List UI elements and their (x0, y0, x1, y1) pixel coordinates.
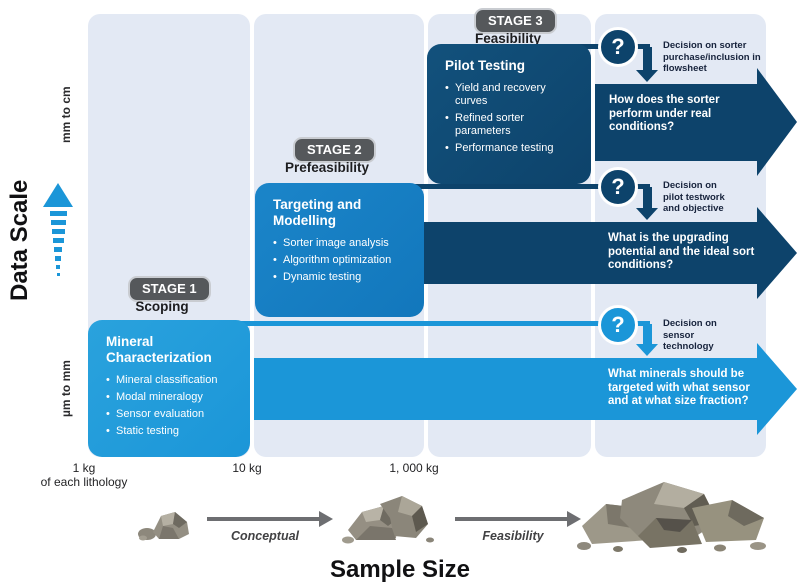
data-scale-arrow-icon (42, 183, 74, 276)
pilot-testing-box: Pilot Testing Yield and recovery curvesR… (427, 44, 591, 184)
down-arrow-icon (643, 47, 652, 70)
y-axis-top-label: mm to cm (59, 86, 73, 144)
feasibility-arrowhead-icon (567, 511, 581, 527)
down-arrowhead-icon (636, 208, 658, 220)
question-icon: ? (598, 305, 638, 345)
stage2-phase-label: Prefeasibility (284, 160, 370, 175)
sample-size-1000kg: 1, 000 kg (389, 461, 439, 475)
rock-pile-small-icon (138, 512, 189, 541)
rock-pile-large-icon (577, 482, 766, 553)
connector-line-stage1 (228, 321, 650, 326)
box-title: Targeting and Modelling (273, 197, 362, 228)
decision-label-sensor-technology: Decision on sensor technology (663, 318, 717, 352)
stage1-badge: STAGE 1 (128, 276, 211, 302)
question-arrowhead-icon (757, 68, 797, 176)
feasibility-label: Feasibility (482, 529, 544, 543)
bullet-item: Sorter image analysis (273, 237, 412, 250)
bullet-item: Static testing (106, 425, 238, 438)
bullet-item: Algorithm optimization (273, 254, 412, 267)
sample-size-1kg: 1 kg of each lithology (40, 461, 128, 489)
bullet-item: Yield and recovery curves (445, 82, 579, 108)
stage3-badge: STAGE 3 (474, 8, 557, 34)
bullet-item: Mineral classification (106, 374, 238, 387)
x-axis-title: Sample Size (329, 556, 471, 583)
targeting-modelling-box: Targeting and Modelling Sorter image ana… (255, 183, 424, 317)
connector-line-stage2 (405, 184, 650, 189)
bullet-item: Refined sorter parameters (445, 112, 579, 138)
stage1-phase-label: Scoping (135, 299, 189, 314)
down-arrow-icon (643, 324, 652, 344)
sample-size-10kg: 10 kg (232, 461, 262, 475)
question-arrowhead-icon (757, 207, 797, 299)
stage3-phase-label: Feasibility (474, 31, 542, 46)
question-text: How does the sorter perform under real c… (609, 94, 720, 133)
question-text: What is the upgrading potential and the … (608, 232, 755, 271)
question-icon: ? (598, 27, 638, 67)
question-arrow-stage3: How does the sorter perform under real c… (595, 84, 757, 161)
question-arrow-stage2: What is the upgrading potential and the … (424, 222, 757, 284)
bullet-list: Sorter image analysisAlgorithm optimizat… (273, 237, 412, 284)
conceptual-arrow (207, 517, 319, 521)
rock-pile-medium-icon (342, 496, 434, 544)
down-arrow-icon (643, 187, 652, 208)
conceptual-arrowhead-icon (319, 511, 333, 527)
decision-label-sorter-purchase: Decision on sorter purchase/inclusion in… (663, 40, 761, 74)
stage2-badge: STAGE 2 (293, 137, 376, 163)
down-arrowhead-icon (636, 70, 658, 82)
bullet-item: Dynamic testing (273, 271, 412, 284)
feasibility-arrow (455, 517, 567, 521)
y-axis-title: Data Scale (6, 179, 33, 302)
conceptual-label: Conceptual (230, 529, 300, 543)
box-title: Pilot Testing (445, 58, 525, 73)
connector-line-stage3 (545, 44, 650, 49)
mineral-characterization-box: Mineral Characterization Mineral classif… (88, 320, 250, 457)
question-arrowhead-icon (757, 343, 797, 435)
down-arrowhead-icon (636, 344, 658, 356)
bullet-list: Yield and recovery curvesRefined sorter … (445, 82, 579, 155)
box-title: Mineral Characterization (106, 334, 212, 365)
decision-label-pilot-testwork: Decision on pilot testwork and objective (663, 180, 725, 214)
bullet-item: Performance testing (445, 142, 579, 155)
question-arrow-stage1: What minerals should be targeted with wh… (254, 358, 757, 420)
y-axis-bottom-label: µm to mm (59, 360, 73, 418)
bullet-item: Modal mineralogy (106, 391, 238, 404)
bullet-item: Sensor evaluation (106, 408, 238, 421)
question-text: What minerals should be targeted with wh… (608, 368, 750, 407)
question-icon: ? (598, 167, 638, 207)
bullet-list: Mineral classificationModal mineralogySe… (106, 374, 238, 438)
